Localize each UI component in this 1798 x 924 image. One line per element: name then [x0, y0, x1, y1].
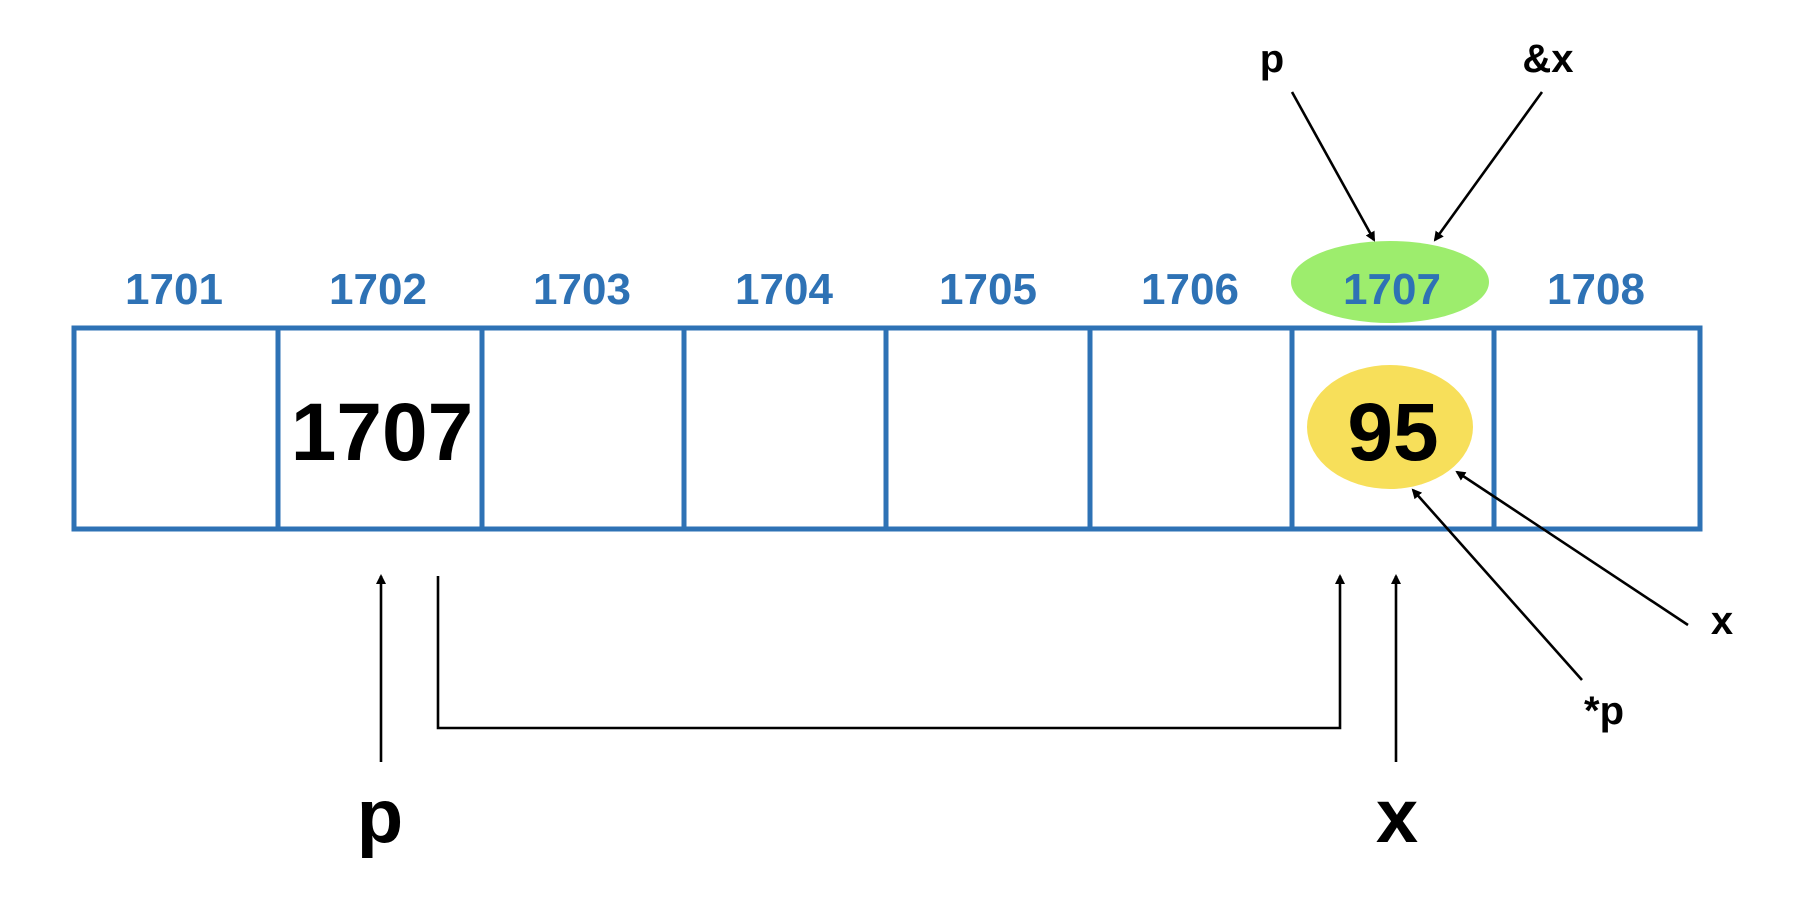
- cell-value-1707: 95: [1347, 387, 1438, 478]
- memory-cell-1704: [681, 325, 889, 532]
- side-deref-arrow: [1411, 488, 1583, 681]
- address-labels: 1701 1702 1703 1704 1705 1706 1707 1708: [125, 265, 1645, 314]
- memory-cell-1706: [1087, 325, 1295, 532]
- side-deref-label: *p: [1584, 689, 1624, 733]
- target-var-label: x: [1376, 774, 1418, 859]
- cell-value-1702: 1707: [291, 387, 473, 478]
- top-pointer-label: p: [1260, 37, 1284, 81]
- pointer-var-label: p: [357, 774, 403, 859]
- address-label-1705: 1705: [939, 265, 1037, 314]
- top-pointer-arrow: [1290, 91, 1376, 242]
- memory-cells: [71, 325, 1703, 532]
- memory-cell-1703: [479, 325, 687, 532]
- address-label-1706: 1706: [1141, 265, 1239, 314]
- side-var-arrow: [1455, 470, 1689, 627]
- address-label-1703: 1703: [533, 265, 631, 314]
- address-label-1708: 1708: [1547, 265, 1645, 314]
- side-var-label: x: [1711, 599, 1733, 643]
- top-address-of-label: &x: [1522, 37, 1573, 81]
- address-highlight-1707: [1291, 241, 1489, 323]
- memory-cell-1705: [883, 325, 1093, 532]
- address-label-1701: 1701: [125, 265, 223, 314]
- address-label-1707: 1707: [1343, 265, 1441, 314]
- memory-cell-1708: [1491, 325, 1703, 532]
- top-address-of-arrow: [1433, 91, 1544, 242]
- address-label-1702: 1702: [329, 265, 427, 314]
- address-label-1704: 1704: [735, 265, 833, 314]
- pointer-to-target-connector: [436, 574, 1345, 730]
- value-highlight-95: [1307, 365, 1473, 489]
- memory-cell-1701: [71, 325, 281, 532]
